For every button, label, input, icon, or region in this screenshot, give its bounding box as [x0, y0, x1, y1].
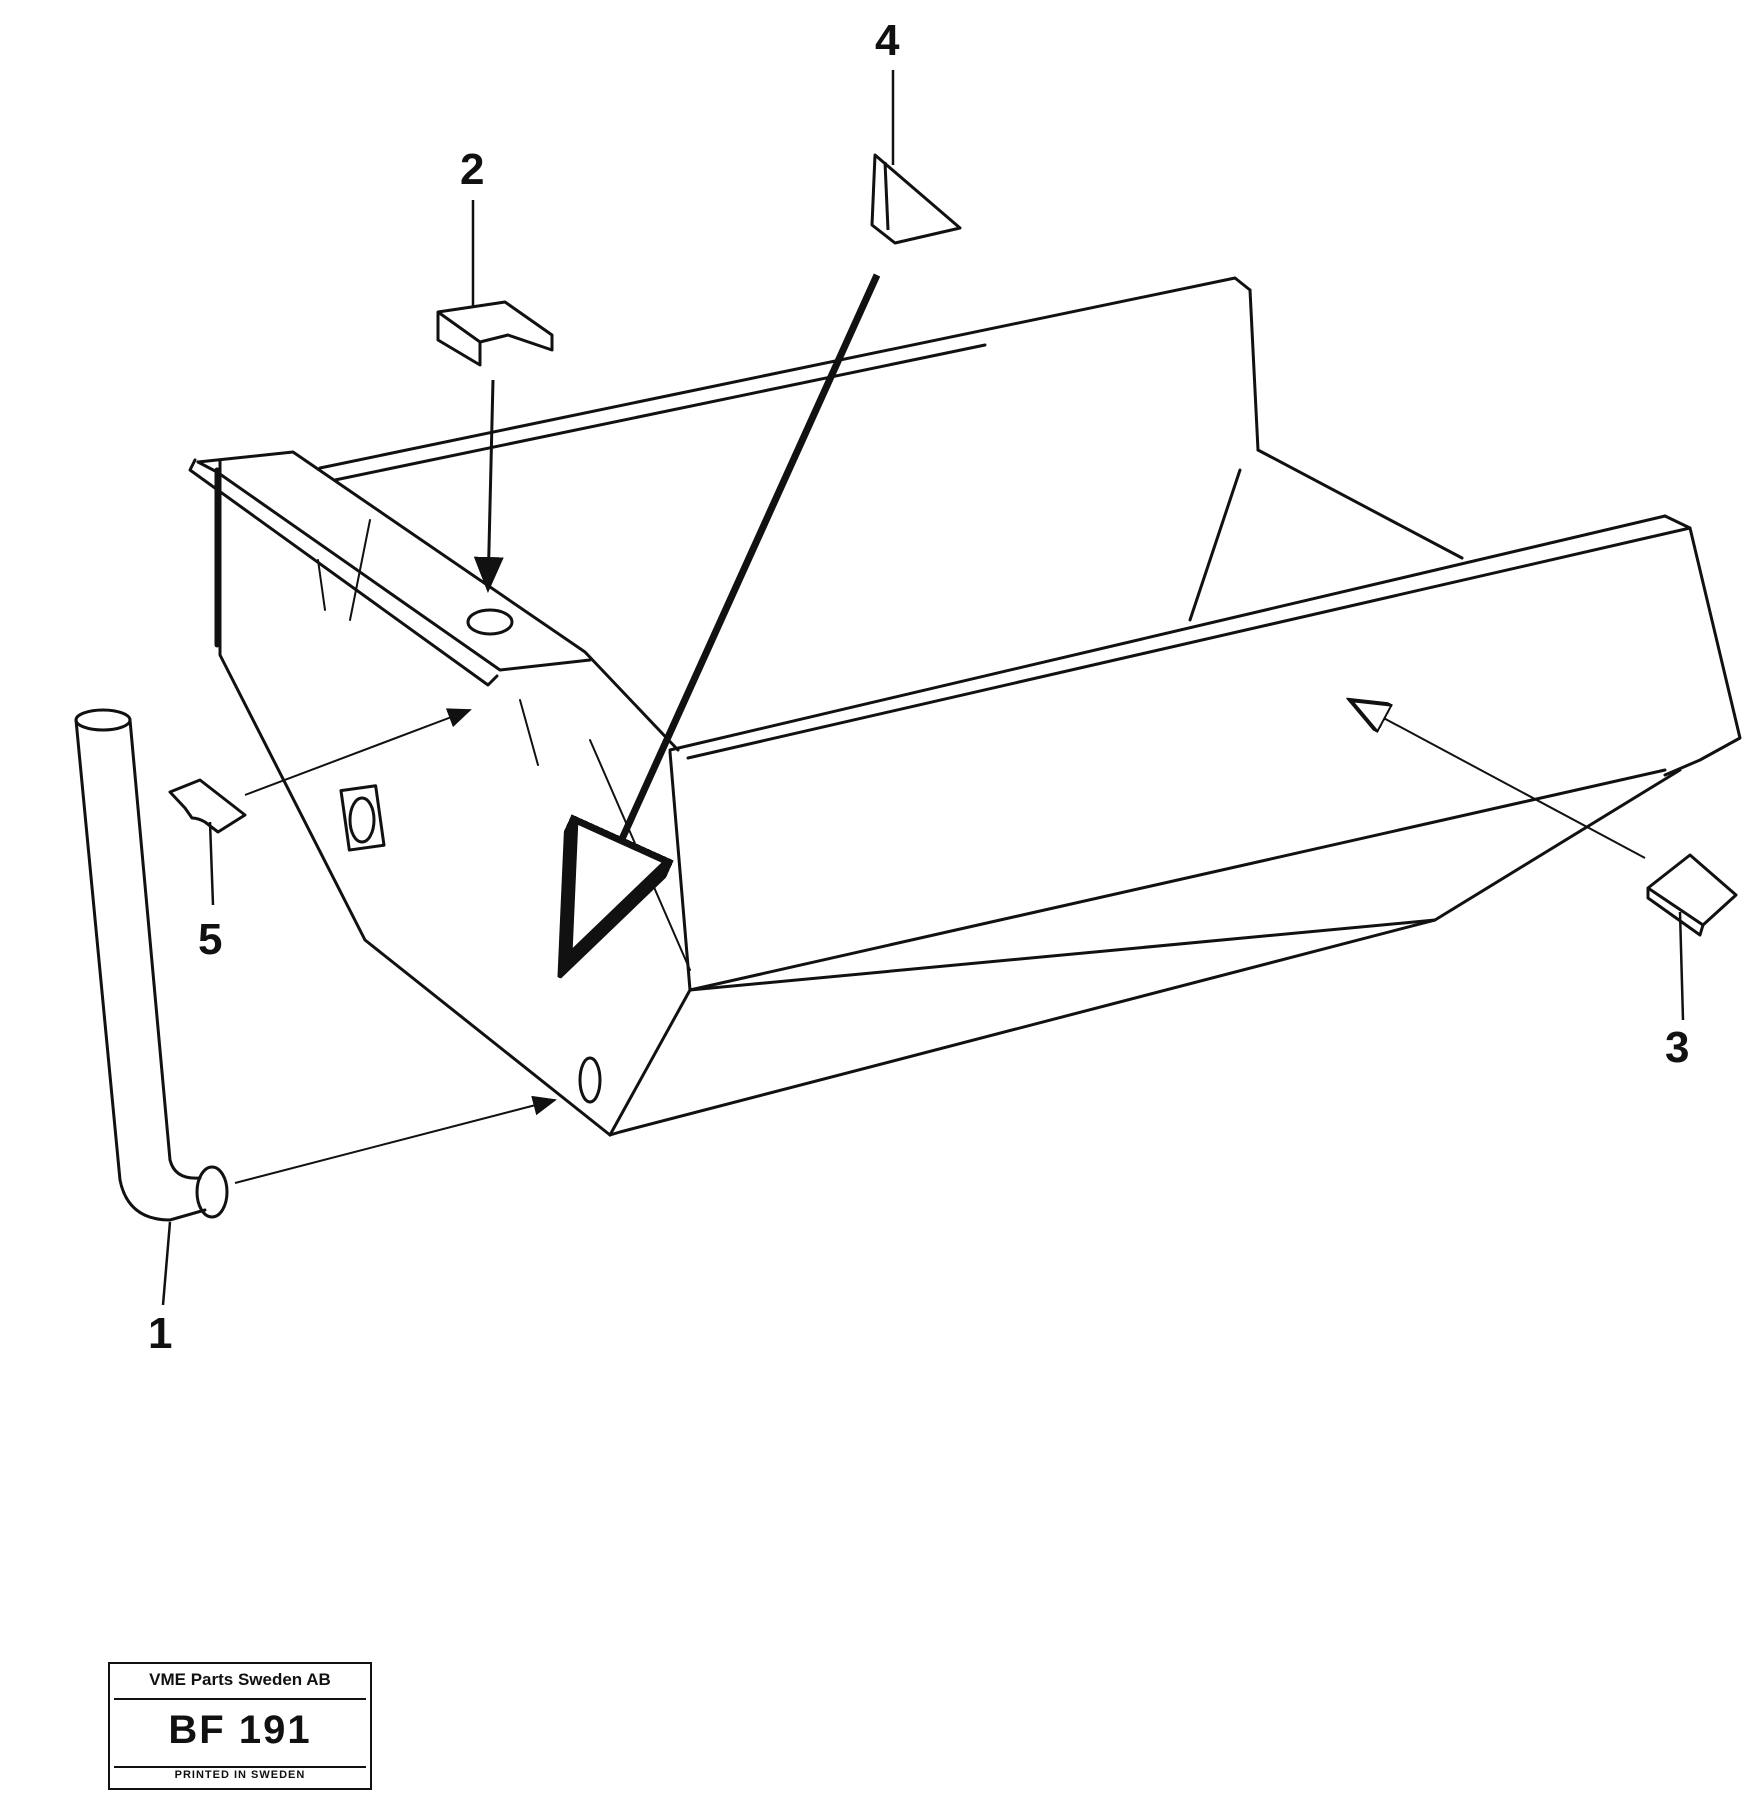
callout-2: 2 [460, 145, 485, 194]
title-block-company: VME Parts Sweden AB [149, 1670, 331, 1689]
tank-body [188, 276, 1742, 1137]
callout-5: 5 [198, 915, 223, 964]
callout-leaders [161, 70, 1685, 1306]
part-4-gusset [870, 153, 962, 245]
assembly-arrows [234, 273, 1646, 1184]
part-1-pipe [74, 708, 229, 1222]
part-5-washer [168, 778, 247, 834]
part-3-pad [1646, 853, 1738, 937]
callout-1: 1 [148, 1309, 173, 1358]
part-2-bracket [436, 300, 554, 367]
drawing-number: BF 191 [168, 1708, 312, 1752]
callout-3: 3 [1665, 1023, 1690, 1072]
printed-in-note: PRINTED IN SWEDEN [174, 1769, 306, 1781]
title-block-number-box: BF 191 [114, 1698, 366, 1768]
callout-4: 4 [875, 16, 900, 65]
title-block: VME Parts Sweden AB BF 191 PRINTED IN SW… [108, 1662, 372, 1790]
